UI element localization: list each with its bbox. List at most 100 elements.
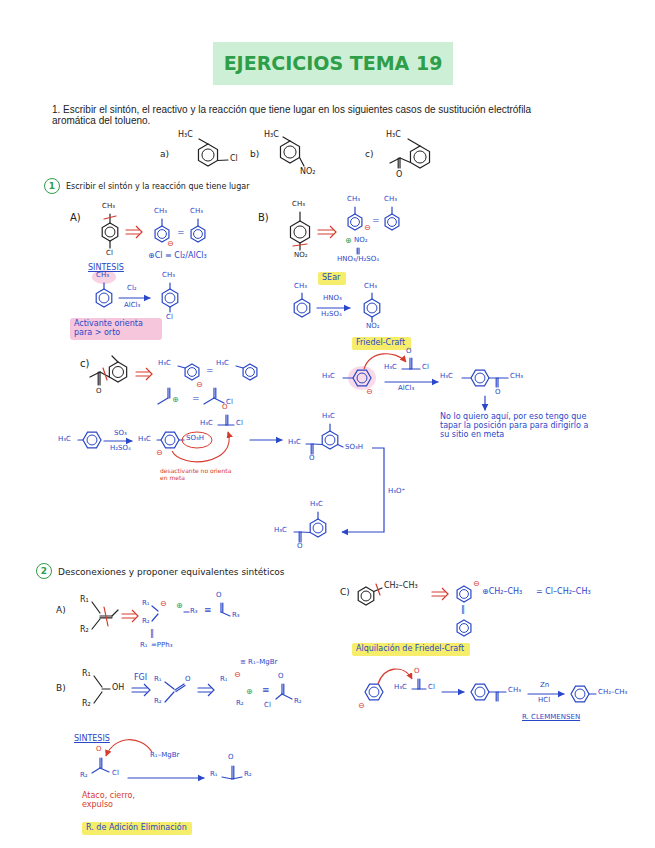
note-label: NO₂	[366, 323, 380, 331]
note-label: SO₃H	[186, 435, 204, 443]
bond-line	[109, 214, 110, 223]
note-label: H₂SO₄	[321, 311, 342, 319]
benzene-ring	[358, 587, 374, 605]
note-label: H₃C	[310, 501, 323, 509]
note-label: HCl	[538, 697, 550, 705]
bond-line	[198, 687, 211, 688]
note-label: O	[396, 171, 402, 180]
aromatic-circle	[294, 226, 306, 238]
retro-arrowhead	[330, 226, 336, 238]
note-label: =	[206, 366, 214, 376]
benzene-ring	[161, 432, 179, 448]
node-text: Friedel-Craft	[356, 338, 407, 347]
note-label: H₃C	[274, 527, 287, 535]
bond-line	[226, 424, 234, 425]
bond-line	[281, 684, 282, 694]
benzene-ring	[457, 586, 471, 602]
note-label: CH₃	[102, 203, 115, 211]
note-label: R₂	[244, 771, 252, 779]
benzene-ring	[471, 684, 489, 700]
bond-line	[283, 684, 284, 694]
benzene-ring	[457, 620, 471, 636]
curly-arrow	[106, 740, 152, 756]
note-label: R₁	[80, 596, 89, 605]
bond-line	[104, 607, 108, 626]
note-label: R₂	[236, 700, 244, 708]
bond-line	[329, 424, 330, 431]
aromatic-circle	[575, 689, 585, 699]
note-label: H₃C	[58, 436, 71, 444]
bond-line	[225, 415, 226, 425]
benzene-ring	[96, 289, 112, 307]
note-label: Cl	[236, 420, 243, 428]
note-label: Cl	[106, 250, 113, 258]
note-label: R₁	[154, 676, 162, 684]
bond-line	[169, 283, 170, 289]
bond-line	[410, 368, 420, 369]
retro-arrowhead	[132, 610, 138, 622]
aromatic-circle	[388, 218, 397, 227]
note-label: R₂	[82, 700, 91, 709]
bond-line	[498, 377, 508, 378]
bond-line	[400, 158, 411, 163]
note-label: ⊕CH₂–CH₃	[482, 588, 522, 597]
note-label: H₂SO₄	[110, 445, 131, 453]
note-label: Escribir el sintón y la reacción que tie…	[66, 183, 249, 192]
curly-arrow	[172, 432, 229, 462]
note-label: C)	[340, 588, 350, 598]
note-label: desactivante no orienta en meta	[160, 468, 240, 481]
aromatic-circle	[202, 149, 214, 161]
note-label: ⊕	[345, 237, 352, 246]
benzene-ring	[348, 214, 362, 230]
benzene-ring	[385, 214, 399, 230]
bond-line	[222, 777, 232, 779]
node-text: R. de Adición Eliminación	[86, 823, 188, 832]
bond-line	[312, 444, 313, 454]
bond-line	[498, 691, 506, 692]
note-label: R₂	[142, 618, 150, 626]
bond-line	[376, 584, 380, 595]
note-label: ⊕	[246, 688, 253, 697]
note-label: R₁–MgBr	[150, 752, 179, 760]
bond-line	[408, 139, 420, 146]
bond-line	[227, 415, 228, 425]
note-label: B)	[56, 684, 66, 694]
note-label: b)	[250, 150, 259, 160]
bond-line	[158, 398, 168, 404]
aromatic-circle	[246, 368, 255, 377]
aromatic-circle	[475, 687, 485, 697]
aromatic-circle	[87, 435, 97, 445]
note-label: ≡	[262, 686, 270, 696]
bond-line	[299, 212, 300, 221]
benzene-ring	[310, 519, 326, 537]
bond-line	[197, 219, 198, 226]
note-label: NO₂	[300, 168, 316, 177]
aromatic-circle	[188, 368, 197, 377]
bond-line	[161, 219, 162, 226]
aromatic-circle	[351, 218, 360, 227]
benzene-ring	[471, 370, 489, 386]
note-label: H₃C	[138, 436, 151, 444]
reaction-arrow	[250, 439, 282, 440]
bond-line	[167, 388, 168, 398]
note-label: ‖	[461, 606, 465, 615]
aromatic-circle	[313, 523, 323, 533]
circled-group	[182, 432, 212, 448]
note-label: ⊕Cl ≡ Cl₂/AlCl₃	[148, 252, 207, 261]
aromatic-circle	[369, 687, 379, 697]
note-label: H₃C	[216, 360, 229, 368]
note-label: =	[192, 394, 200, 404]
note-label: =	[177, 228, 185, 238]
bond-line	[432, 591, 445, 592]
retro-arrowhead	[144, 684, 150, 696]
note-label: O	[278, 673, 284, 681]
bond-line	[411, 358, 412, 369]
note-label: ⊖	[473, 580, 480, 589]
note-label: H₃O⁺	[388, 488, 405, 496]
bond-line	[358, 248, 359, 254]
bond-line	[313, 443, 322, 445]
bond-line	[99, 758, 100, 768]
aromatic-circle	[357, 373, 367, 383]
note-label: O	[96, 388, 102, 396]
